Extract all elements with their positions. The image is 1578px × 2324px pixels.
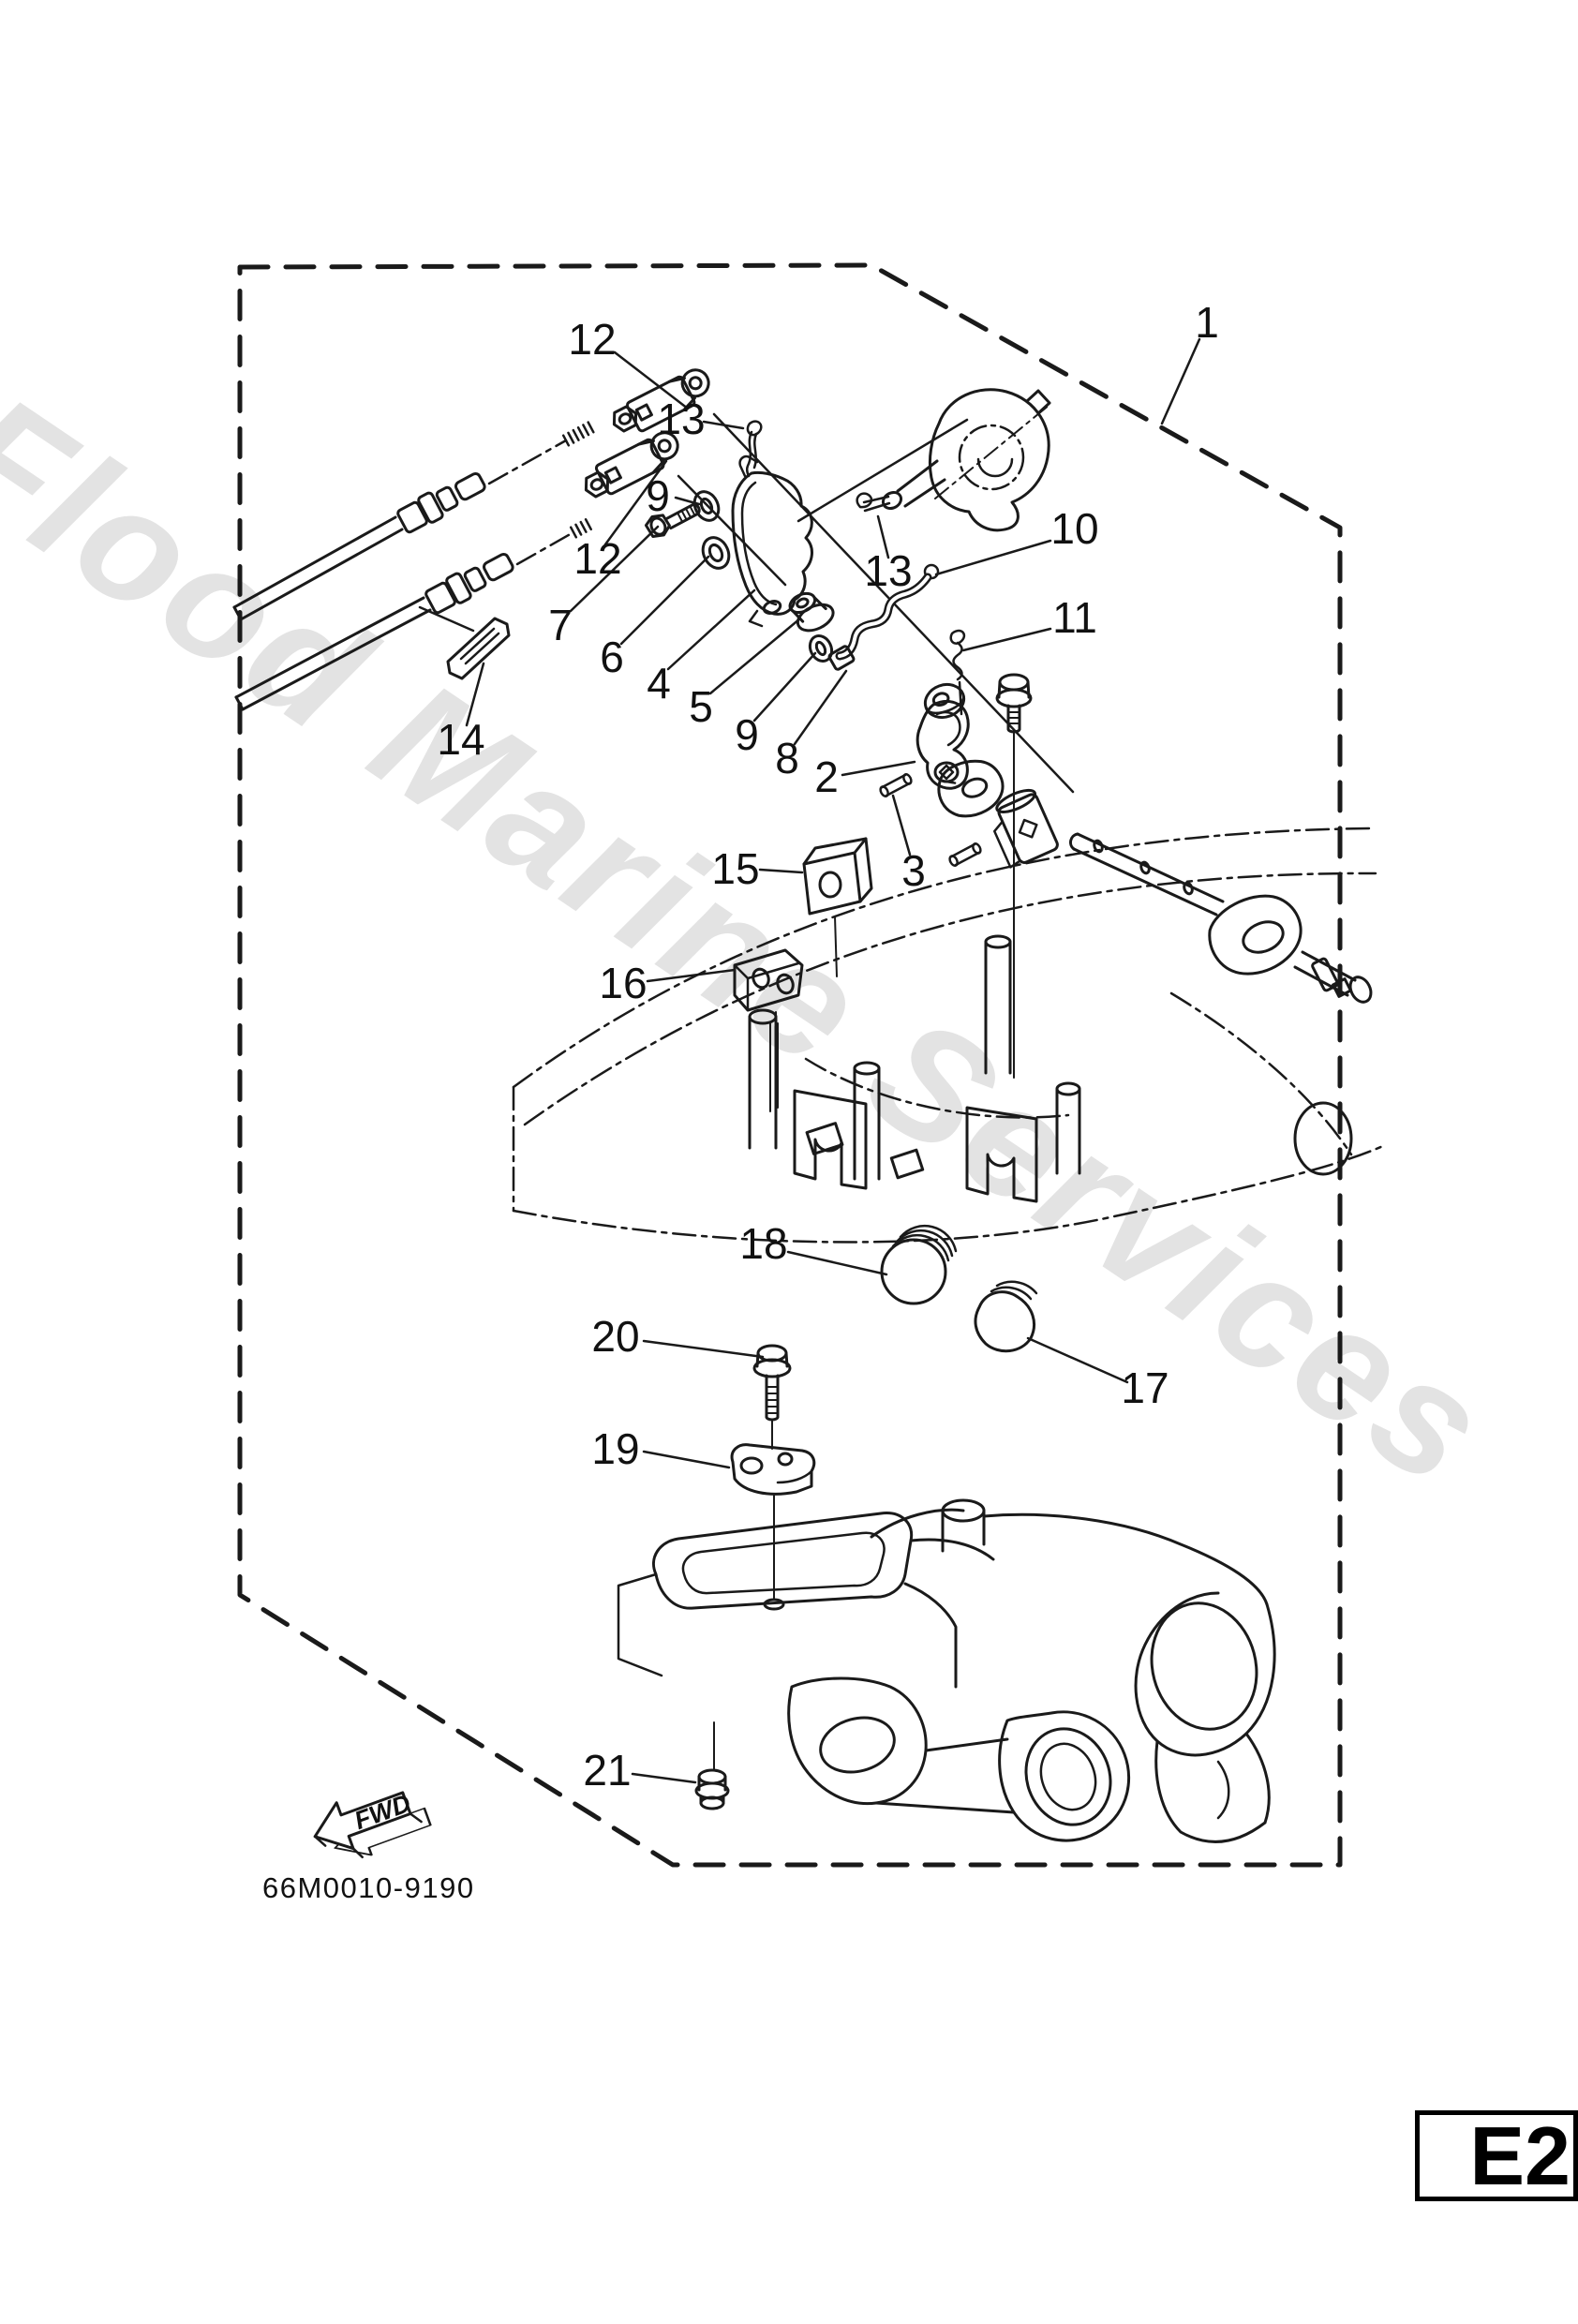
stopper-block-15 [802, 837, 873, 977]
clamp-bolt [995, 673, 1033, 1079]
pin-small [948, 842, 982, 867]
callout-14: 14 [437, 715, 484, 764]
bottom-pan-details [748, 934, 1353, 1203]
bottom-cowling-outline [512, 827, 1387, 1244]
callout-9-b: 9 [735, 710, 759, 759]
callout-15: 15 [711, 844, 759, 893]
swivel-bracket [937, 759, 1005, 818]
anchor-plate-16 [733, 948, 804, 1107]
bushing-5 [788, 591, 835, 633]
flange-nut-21 [694, 1721, 730, 1810]
steering-link-arm [1069, 832, 1373, 1004]
callout-16: 16 [599, 959, 647, 1007]
cable-joint-clevis-upper [625, 368, 710, 433]
pin-3 [879, 773, 913, 797]
callout-10: 10 [1050, 504, 1098, 553]
bolt-7 [644, 502, 701, 539]
page-code-box: E2 [1415, 2110, 1578, 2201]
clamp-block [992, 788, 1059, 869]
callout-5: 5 [689, 682, 713, 731]
callout-8: 8 [775, 734, 799, 782]
washer-9-upper [692, 490, 721, 522]
callout-12-a: 12 [568, 315, 616, 364]
callout-7: 7 [548, 601, 573, 649]
bottom-bracket-assembly [617, 1498, 1276, 1843]
callout-21: 21 [583, 1746, 631, 1795]
page-code-label: E2 [1469, 2108, 1571, 2202]
cable-anchor-plate-14 [446, 617, 511, 680]
remote-control-cables [232, 421, 595, 711]
callout-3: 3 [901, 846, 926, 895]
callout-11: 11 [1052, 593, 1097, 642]
fwd-arrow: FWD [313, 1789, 432, 1859]
washer-9-lower [808, 633, 834, 663]
callout-13-b: 13 [864, 546, 912, 595]
callout-numbers: 1 12 13 12 9 7 6 4 5 9 8 2 13 10 11 3 14… [437, 298, 1218, 1795]
callout-6: 6 [600, 633, 624, 681]
washer-6 [701, 536, 731, 570]
callout-leader-lines [465, 337, 1201, 1784]
cable-joint-clevis-lower [594, 431, 679, 496]
callout-2: 2 [814, 752, 839, 801]
clamp-plate-19 [730, 1443, 816, 1600]
bolt-20 [752, 1344, 792, 1450]
callout-1: 1 [1195, 298, 1219, 347]
link-rod-10 [827, 563, 940, 671]
callout-12-b: 12 [573, 534, 621, 583]
callout-18: 18 [739, 1219, 787, 1268]
cable-joint-nut-upper [612, 405, 638, 433]
spring-11 [949, 629, 966, 716]
callout-19: 19 [591, 1424, 639, 1473]
assembly-boundary-dashed-border [237, 262, 1343, 1868]
drawing-number: 66M0010-9190 [262, 1871, 475, 1904]
callout-9-a: 9 [646, 471, 670, 520]
throttle-drum [881, 388, 1051, 532]
fwd-arrow-label: FWD [350, 1789, 414, 1835]
cotter-pin-top [745, 420, 763, 478]
grommet-18 [880, 1224, 958, 1305]
callout-13-a: 13 [657, 395, 705, 443]
callout-17: 17 [1121, 1363, 1169, 1412]
callout-4: 4 [647, 659, 671, 708]
callout-20: 20 [591, 1312, 639, 1361]
grommet-17 [974, 1280, 1038, 1353]
throttle-cam-plate [731, 454, 813, 628]
